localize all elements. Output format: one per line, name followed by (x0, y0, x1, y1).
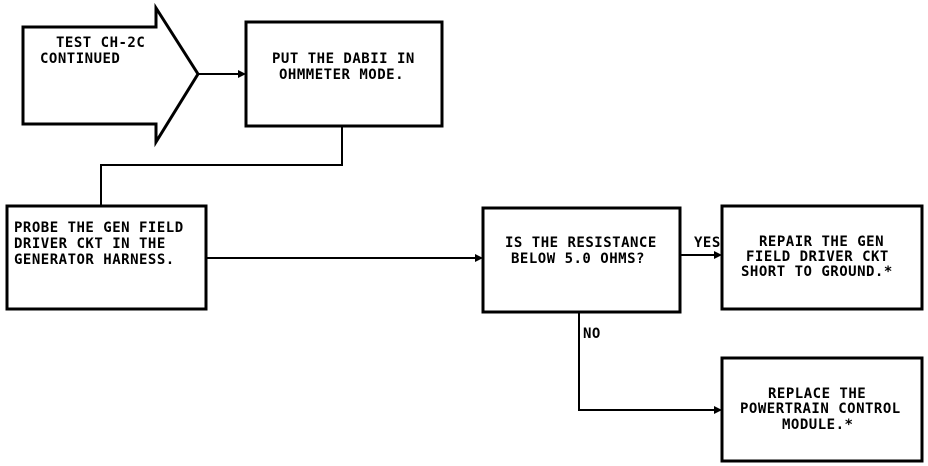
probe-label-line-2: DRIVER CKT IN THE (14, 236, 166, 252)
arrowhead-question-to-repair (714, 251, 722, 259)
probe-label-line-3: GENERATOR HARNESS. (14, 252, 175, 268)
put-dabii-label-line-1: PUT THE DABII IN (272, 51, 415, 67)
yes-label: YES (694, 235, 721, 251)
replace-label-line-2: POWERTRAIN CONTROL (740, 401, 901, 417)
arrowhead-question-to-replace (714, 406, 722, 414)
put-dabii-box (244, 20, 444, 128)
repair-label-line-2: FIELD DRIVER CKT (746, 249, 889, 265)
probe-label-line-1: PROBE THE GEN FIELD (14, 220, 184, 236)
repair-label-line-1: REPAIR THE GEN (759, 234, 884, 250)
start-arrow-shape (21, 2, 200, 148)
replace-label-line-1: REPLACE THE (768, 386, 866, 402)
question-label-line-1: IS THE RESISTANCE (505, 235, 657, 251)
repair-box (720, 204, 924, 311)
start-label-line-2: CONTINUED (40, 51, 120, 67)
arrowhead-start-to-put-dabii (238, 70, 246, 78)
repair-label-line-3: SHORT TO GROUND.* (741, 264, 893, 280)
replace-box (720, 356, 924, 463)
question-box (481, 206, 682, 314)
put-dabii-label-line-2: OHMMETER MODE. (279, 67, 404, 83)
edge-question-to-replace (578, 312, 716, 411)
probe-box (5, 204, 208, 311)
replace-label-line-3: MODULE.* (782, 417, 853, 433)
question-label-line-2: BELOW 5.0 OHMS? (511, 251, 645, 267)
arrowhead-probe-to-question (475, 254, 483, 262)
no-label: NO (583, 326, 601, 342)
edge-put-dabii-to-probe (100, 126, 343, 206)
start-label-line-1: TEST CH-2C (56, 35, 145, 51)
